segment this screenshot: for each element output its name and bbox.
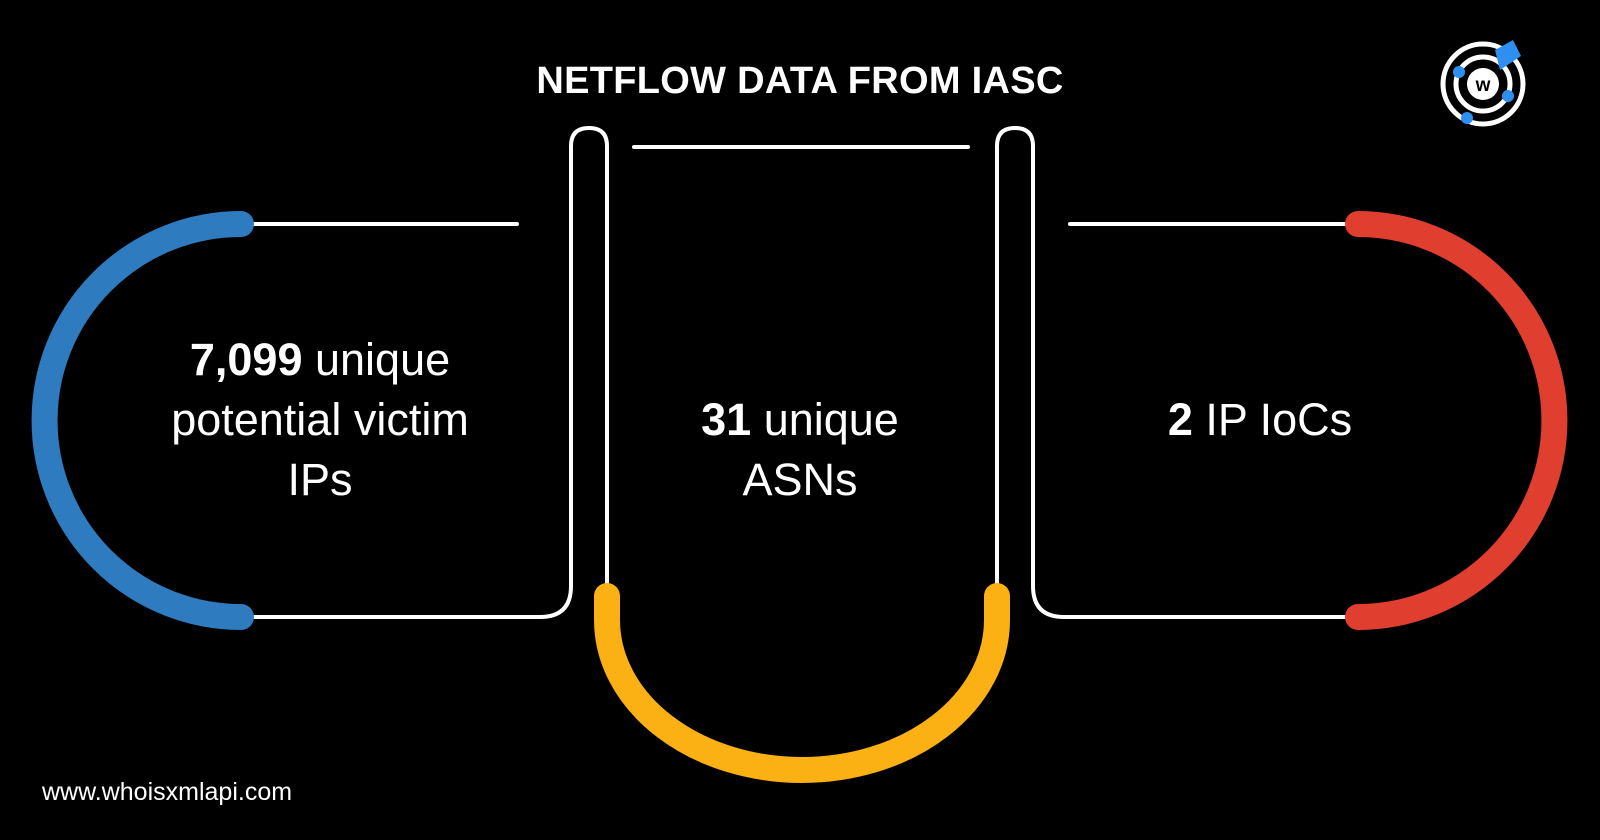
svg-text:w: w xyxy=(1475,75,1491,96)
stat-number: 2 xyxy=(1167,394,1193,445)
footer-url: www.whoisxmlapi.com xyxy=(42,778,293,806)
stat-asns: 31 unique ASNs xyxy=(620,390,980,510)
right-bottom-connector xyxy=(995,125,1356,619)
stat-number: 31 xyxy=(701,394,752,445)
left-bottom-connector xyxy=(243,125,609,619)
whoisxmlapi-logo-icon: w xyxy=(1440,40,1526,127)
stat-label-line2: ASNs xyxy=(742,454,858,505)
stat-label: IP IoCs xyxy=(1192,394,1353,445)
stat-label: unique xyxy=(302,334,451,385)
yellow-arc xyxy=(594,583,1010,783)
stat-victim-ips: 7,099 unique potential victim IPs xyxy=(120,330,520,510)
stat-ip-iocs: 2 IP IoCs xyxy=(1100,390,1420,450)
stat-label: unique xyxy=(751,394,899,445)
stat-label-line2: potential victim xyxy=(171,394,469,445)
red-arc xyxy=(1345,211,1568,630)
page-title: NETFLOW DATA FROM IASC xyxy=(536,60,1064,102)
stat-label-line3: IPs xyxy=(287,454,353,505)
stat-number: 7,099 xyxy=(189,334,303,385)
blue-arc xyxy=(31,211,254,630)
